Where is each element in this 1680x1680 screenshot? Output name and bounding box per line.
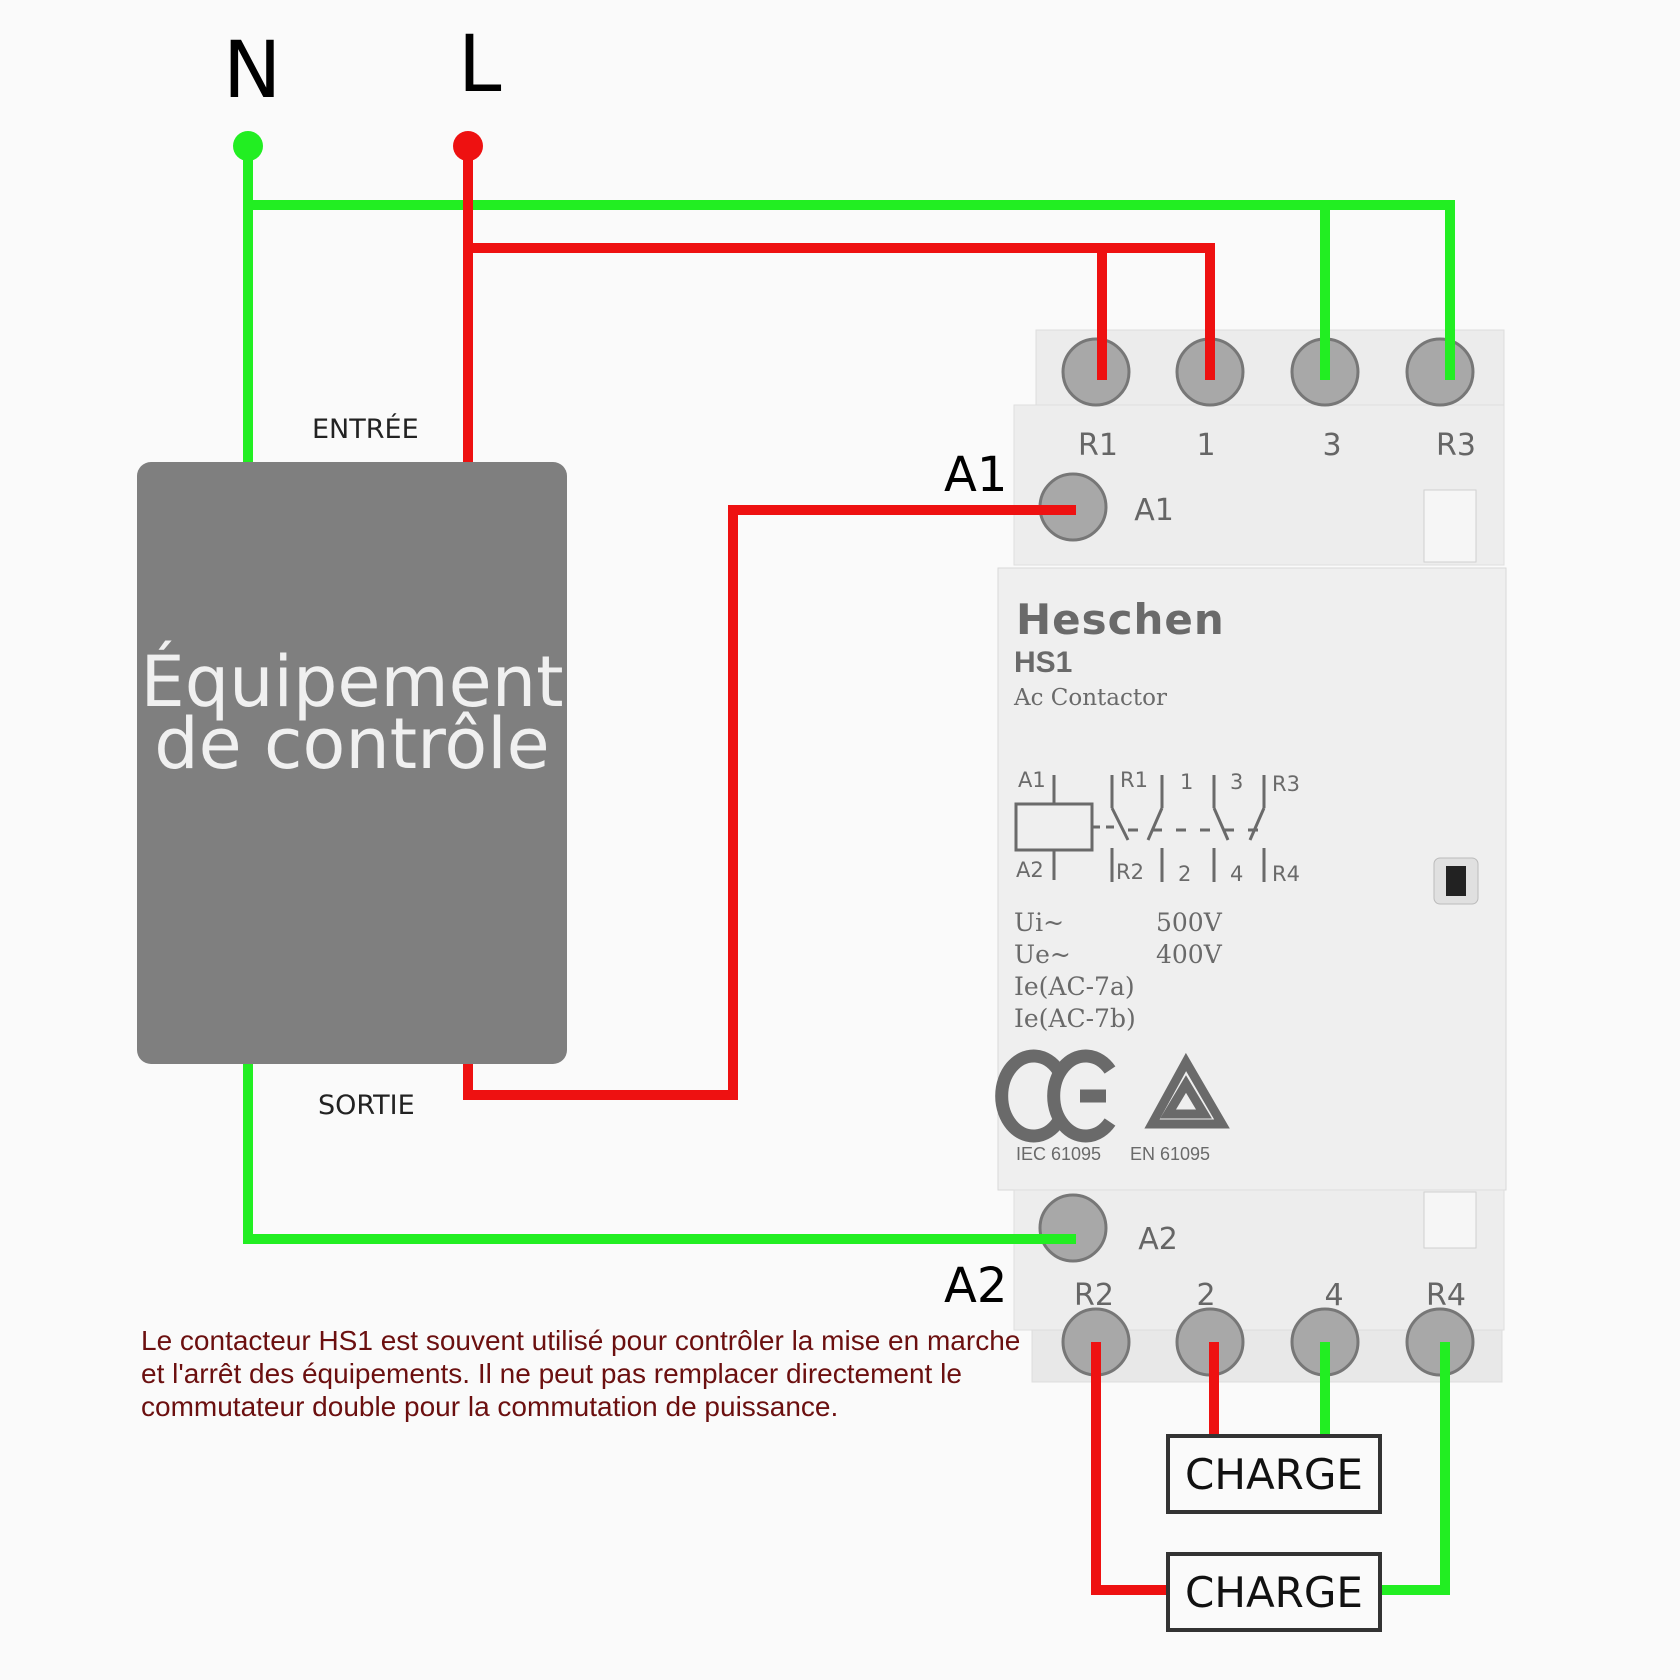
- cert-standard-en: EN 61095: [1130, 1144, 1211, 1164]
- terminal-label-bottom: R4: [1426, 1278, 1466, 1313]
- contactor-body: [997, 329, 1507, 1383]
- load-label: CHARGE: [1185, 1449, 1363, 1499]
- coil-a1-callout: A1: [944, 447, 1008, 503]
- screw-r1: [1061, 337, 1131, 407]
- brand-name: Heschen: [1016, 595, 1225, 644]
- terminal-label-bottom: 4: [1324, 1278, 1344, 1313]
- spec-name: Ui~: [1014, 908, 1065, 937]
- schematic-label-r4: R4: [1272, 862, 1300, 886]
- neutral-top-wire: [248, 200, 1455, 380]
- schematic-label-a2: A2: [1016, 858, 1044, 882]
- spec-value: 500V: [1156, 908, 1222, 937]
- a2-return-wire: [243, 1064, 1076, 1244]
- terminal-label-top: R3: [1436, 428, 1476, 463]
- schematic-label-3: 3: [1230, 770, 1244, 794]
- schematic-label-r2: R2: [1116, 860, 1144, 884]
- spec-name: Ie(AC-7a): [1014, 972, 1135, 1001]
- wires: [243, 146, 1455, 1595]
- equipment-output-label: SORTIE: [318, 1090, 415, 1121]
- usage-note: Le contacteur HS1 est souvent utilisé po…: [141, 1325, 1021, 1422]
- equipment-input-label: ENTRÉE: [312, 414, 419, 445]
- schematic-label-2: 2: [1178, 862, 1192, 886]
- terminal-label-top: R1: [1078, 428, 1118, 463]
- load-box: CHARGE: [1166, 1434, 1382, 1514]
- line-top-wire: [468, 243, 1215, 380]
- schematic-label-1: 1: [1180, 770, 1194, 794]
- coil-a2-callout: A2: [944, 1258, 1008, 1314]
- spec-name: Ie(AC-7b): [1014, 1004, 1136, 1033]
- neutral-terminal-dot: [233, 131, 263, 161]
- equipment-title-line2: de contrôle: [154, 703, 550, 785]
- neutral-label: N: [223, 26, 282, 116]
- line-label: L: [458, 20, 502, 110]
- equipment-title-line1: Équipement: [140, 641, 564, 723]
- terminal-label-top: 3: [1322, 428, 1342, 463]
- coil-terminal-label-a1: A1: [1134, 493, 1174, 528]
- model-name: HS1: [1014, 646, 1073, 679]
- device-type: Ac Contactor: [1014, 685, 1167, 711]
- schematic-label-4: 4: [1230, 862, 1244, 886]
- screw-r3: [1405, 337, 1475, 407]
- terminal-label-bottom: R2: [1074, 1278, 1114, 1313]
- control-equipment-box: Équipement de contrôle: [137, 462, 567, 1064]
- cert-standard-iec: IEC 61095: [1016, 1144, 1102, 1164]
- load-2-green-wire: [1382, 1342, 1450, 1595]
- load-2-red-wire: [1091, 1342, 1166, 1595]
- terminal-label-top: 1: [1196, 428, 1216, 463]
- schematic-label-r3: R3: [1272, 772, 1300, 796]
- coil-terminal-label-a2: A2: [1138, 1222, 1178, 1257]
- contact-schematic: [1014, 775, 1266, 882]
- load-box: CHARGE: [1166, 1552, 1382, 1632]
- ce-mark: [995, 1049, 1116, 1143]
- spec-name: Ue~: [1014, 940, 1071, 969]
- terminal-label-bottom: 2: [1196, 1278, 1216, 1313]
- control-output-wire: [463, 505, 1076, 1100]
- schematic-label-a1: A1: [1018, 768, 1046, 792]
- load-label: CHARGE: [1185, 1567, 1363, 1617]
- screw-a2: [1038, 1193, 1108, 1263]
- spec-value: 400V: [1156, 940, 1222, 969]
- line-terminal-dot: [453, 131, 483, 161]
- schematic-label-r1: R1: [1120, 768, 1148, 792]
- certification-triangle-icon: [1144, 1052, 1230, 1129]
